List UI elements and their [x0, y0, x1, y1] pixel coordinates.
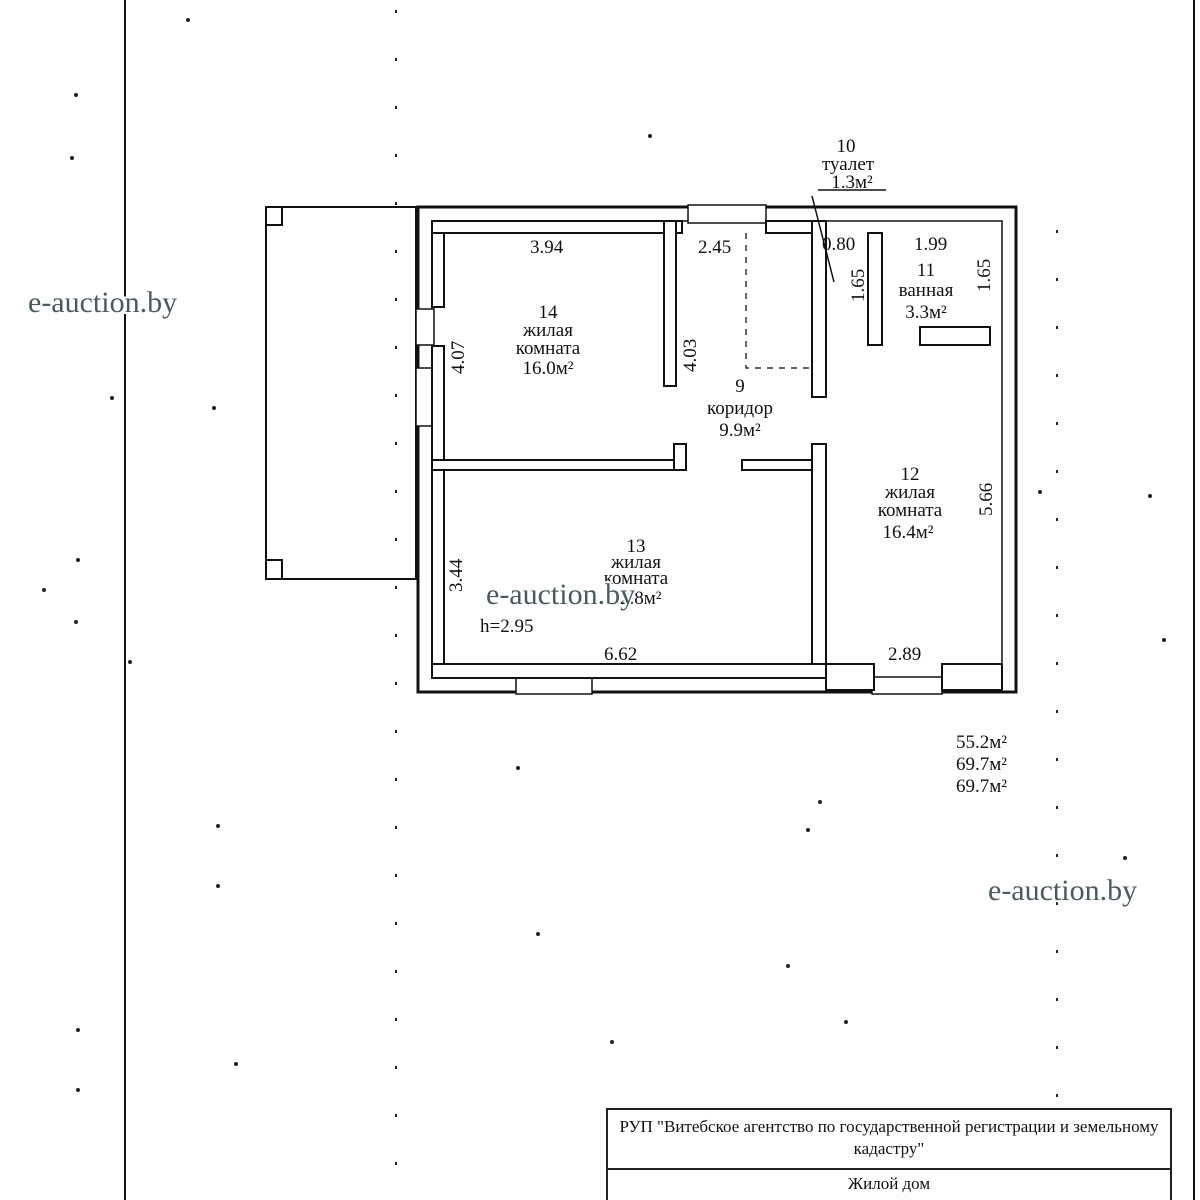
dim-2-89: 2.89: [888, 644, 921, 665]
room-10-label: 10 туалет 1.3м²: [822, 136, 875, 193]
dim-4-03: 4.03: [680, 339, 701, 372]
dim-height: h=2.95: [480, 616, 533, 637]
veranda-outline: [265, 206, 417, 580]
room-12-label: 12 жилая комната 16.4м²: [878, 464, 943, 543]
room-13-line1: жилая: [610, 552, 661, 573]
dim-1-65-left: 1.65: [848, 269, 869, 302]
dim-1-65-right: 1.65: [974, 259, 995, 292]
scan-specks: [42, 18, 1166, 1092]
room-9-area: 9.9м²: [719, 420, 761, 441]
watermark-bottom-right: e-auction.by: [988, 874, 1137, 907]
room-11-name: ванная: [899, 280, 954, 301]
room-11-area: 3.3м²: [905, 302, 947, 323]
room-12-area: 16.4м²: [883, 522, 934, 543]
dim-4-07: 4.07: [448, 341, 469, 374]
watermark-center: e-auction.by: [486, 578, 635, 611]
watermark-top-left: e-auction.by: [28, 286, 177, 319]
dim-6-62: 6.62: [604, 644, 637, 665]
room-12-number: 12: [901, 464, 920, 485]
room-14-line2: комната: [516, 338, 581, 359]
room-12-line1: жилая: [884, 482, 935, 503]
area-totals: 55.2м² 69.7м² 69.7м²: [956, 732, 1007, 797]
room-10-name: туалет: [822, 154, 875, 175]
room-9-label: 9 коридор 9.9м²: [707, 376, 773, 441]
room-10-area: 1.3м²: [831, 172, 873, 193]
room-14-area: 16.0м²: [523, 358, 574, 379]
sheet-frame: [124, 0, 1195, 1200]
room-12-line2: комната: [878, 500, 943, 521]
room-14-line1: жилая: [522, 320, 573, 341]
room-11-number: 11: [917, 260, 935, 281]
room-9-number: 9: [735, 376, 745, 397]
dim-0-80: 0.80: [822, 234, 855, 255]
watermarks: e-auction.by e-auction.by e-auction.by: [26, 284, 1139, 909]
room-14-number: 14: [539, 302, 559, 323]
room-10-number: 10: [837, 136, 856, 157]
toilet-callout: [811, 189, 886, 283]
room-13-number: 13: [627, 536, 646, 557]
dim-2-45: 2.45: [698, 237, 731, 258]
title-block-object: Жилой дом: [847, 1174, 931, 1193]
dim-3-94: 3.94: [530, 237, 564, 258]
total-area-3: 69.7м²: [956, 776, 1007, 797]
room-9-name: коридор: [707, 398, 773, 419]
room-13-line2: комната: [604, 568, 669, 589]
dashed-guide-lines: [395, 10, 1058, 1200]
dim-5-66: 5.66: [976, 483, 997, 516]
room-13-area: 22.8м²: [611, 588, 662, 609]
corridor-dashed-outline: [745, 233, 812, 369]
room-11-label: 11 ванная 3.3м²: [899, 260, 954, 323]
total-area-1: 55.2м²: [956, 732, 1007, 753]
room-14-label: 14 жилая комната 16.0м²: [516, 302, 581, 379]
dimension-labels: 3.94 2.45 0.80 1.99 6.62 2.89 h=2.95 1.6…: [446, 234, 997, 665]
title-block: РУП "Витебское агентство по государствен…: [606, 1108, 1172, 1200]
dim-3-44: 3.44: [446, 558, 467, 592]
title-block-organization: РУП "Витебское агентство по государствен…: [608, 1110, 1170, 1170]
dim-1-99: 1.99: [914, 234, 947, 255]
total-area-2: 69.7м²: [956, 754, 1007, 775]
room-13-label: 13 жилая комната 22.8м²: [604, 536, 669, 609]
